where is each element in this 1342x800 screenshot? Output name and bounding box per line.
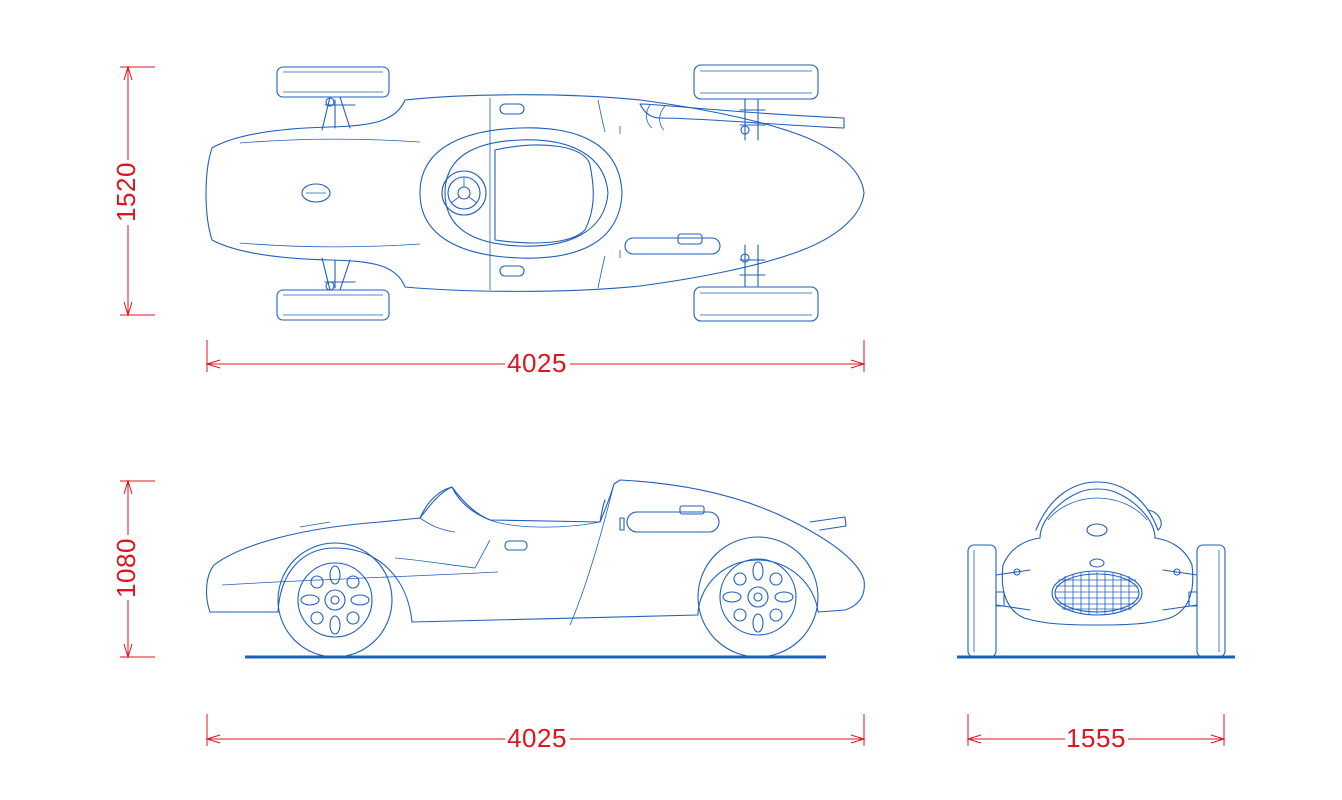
- top-view: [205, 64, 865, 322]
- front-left-wheel: [967, 544, 997, 658]
- top-length-label: 4025: [507, 348, 567, 378]
- side-door-handle: [504, 540, 528, 551]
- side-front-wheel: [277, 542, 393, 658]
- front-track-dimension: 1555: [966, 714, 1226, 753]
- side-length-label: 4025: [507, 723, 567, 753]
- top-body-outline: [205, 94, 865, 292]
- front-grille-mesh: [1055, 572, 1139, 614]
- side-rear-wheel: [697, 536, 819, 658]
- top-side-vent: [624, 237, 721, 255]
- side-length-dimension: 4025: [205, 714, 866, 753]
- side-windscreen: [419, 486, 491, 521]
- top-front-left-wheel: [276, 66, 390, 98]
- fuel-cap-icon: [301, 183, 331, 203]
- top-rear-suspension: [739, 98, 766, 288]
- top-front-suspension: [321, 96, 356, 291]
- top-width-label: 1520: [111, 162, 141, 222]
- side-view: [205, 479, 865, 659]
- front-body-outline: [1001, 488, 1194, 626]
- top-cockpit: [419, 127, 623, 259]
- side-exhaust-pipe: [809, 516, 847, 531]
- side-height-dimension: 1080: [111, 479, 155, 659]
- steering-wheel-icon: [441, 170, 487, 216]
- top-exhaust-pipe: [639, 103, 845, 129]
- front-badge-icon: [1086, 523, 1108, 537]
- top-width-dimension: 1520: [111, 65, 155, 317]
- top-rear-right-wheel: [693, 286, 819, 322]
- side-height-label: 1080: [111, 538, 141, 598]
- side-vent: [626, 511, 720, 533]
- front-view: [957, 481, 1235, 659]
- front-right-wheel: [1196, 544, 1226, 658]
- side-body-outline: [205, 479, 865, 623]
- front-track-label: 1555: [1066, 723, 1126, 753]
- front-grille: [1051, 570, 1143, 616]
- top-length-dimension: 4025: [205, 340, 866, 378]
- top-front-right-wheel: [276, 289, 390, 321]
- top-rear-left-wheel: [693, 64, 819, 100]
